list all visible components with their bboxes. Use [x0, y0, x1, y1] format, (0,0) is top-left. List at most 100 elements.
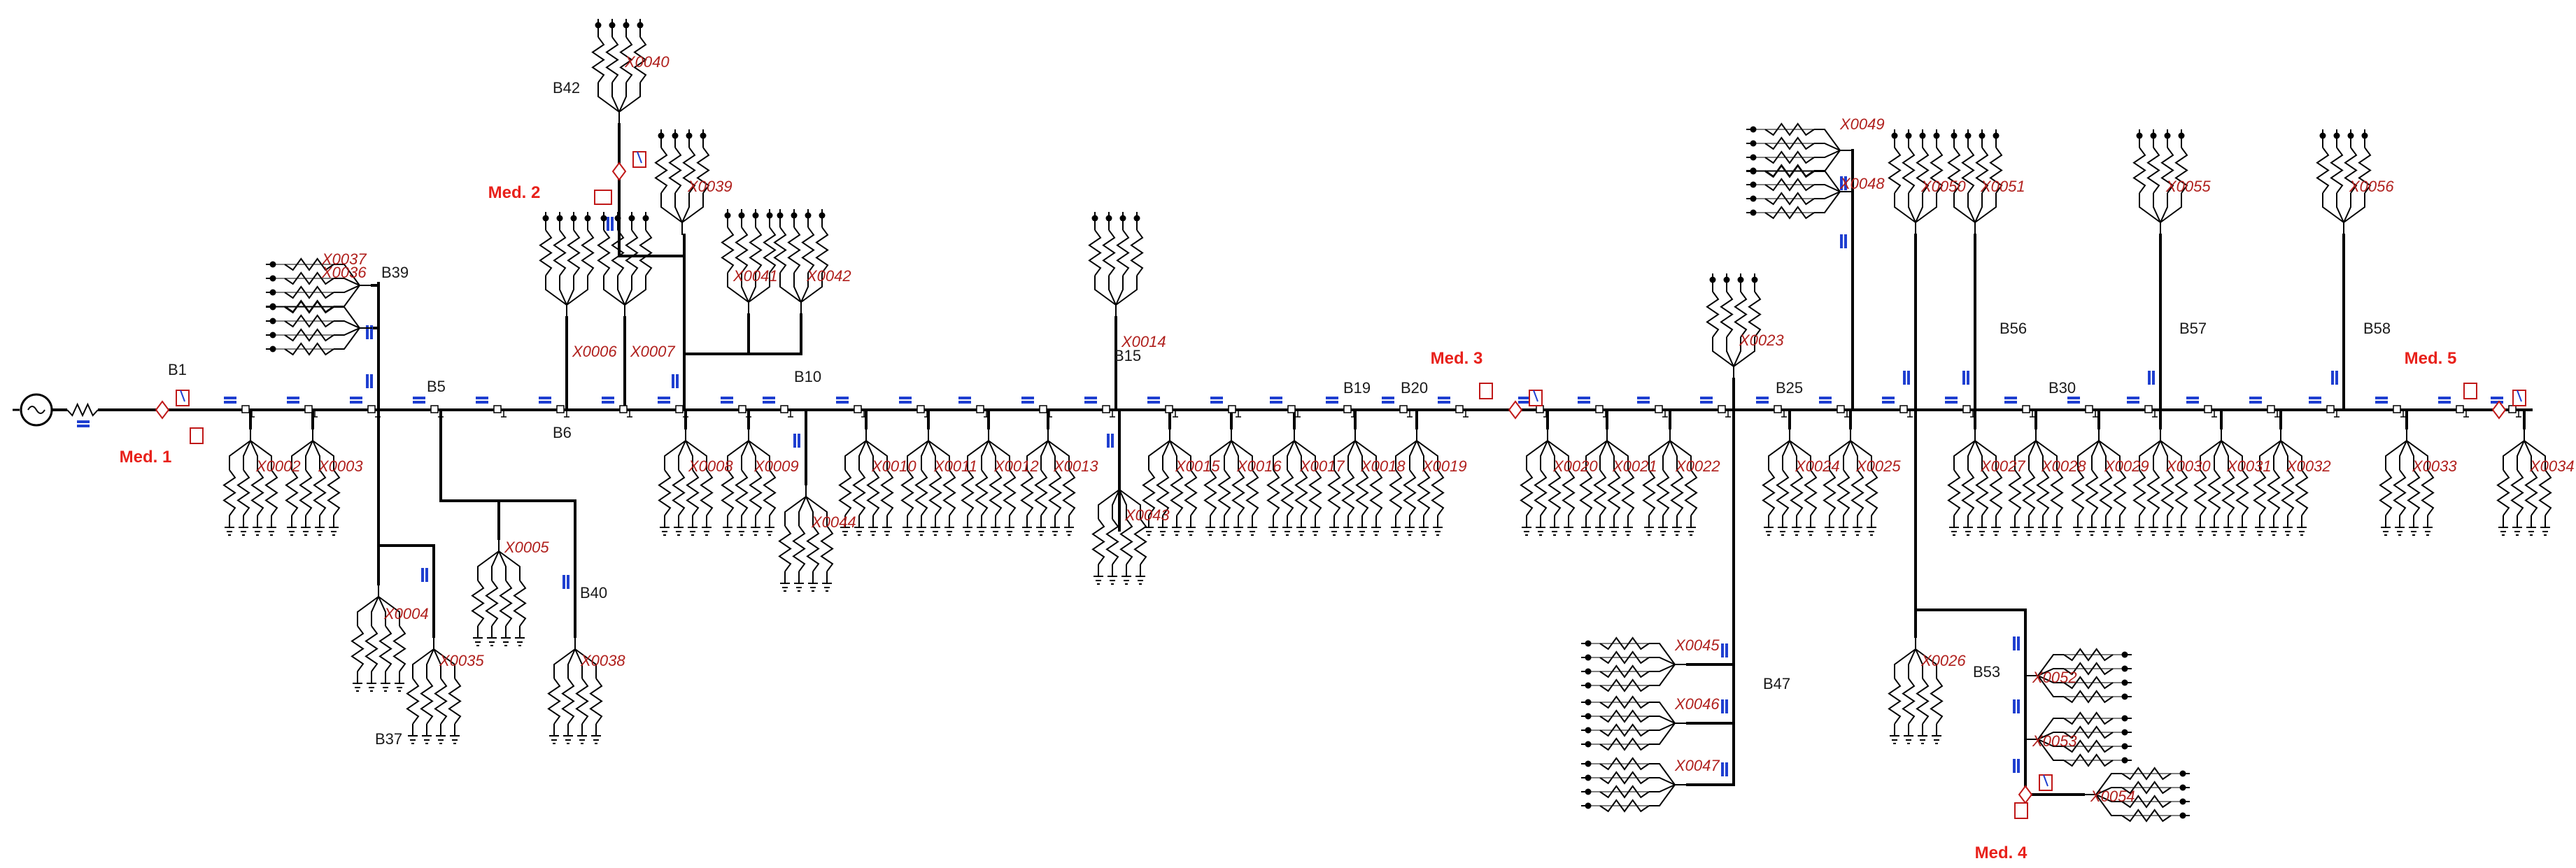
load-label: X0023	[1739, 332, 1784, 349]
load-label: X0019	[1422, 457, 1467, 475]
load-x0053	[2025, 711, 2132, 767]
load-x0003	[285, 428, 341, 536]
bus-label: B1	[168, 361, 187, 378]
load-x0027	[1947, 428, 2003, 536]
meter-label: Med. 2	[488, 183, 541, 202]
load-x0042	[773, 209, 829, 315]
load-x0037	[266, 257, 372, 313]
load-label: X0054	[2090, 788, 2135, 805]
load-x0034	[2496, 428, 2552, 536]
load-label: X0021	[1612, 457, 1657, 475]
load-label: X0016	[1236, 457, 1282, 475]
load-label: X0036	[321, 264, 367, 281]
load-label: X0044	[811, 513, 856, 531]
bus-label: B56	[2000, 320, 2027, 337]
load-label: X0006	[572, 343, 617, 360]
load-label: X0022	[1675, 457, 1720, 475]
load-label: X0046	[1674, 695, 1720, 713]
load-label: X0020	[1552, 457, 1598, 475]
load-x0025	[1823, 428, 1878, 536]
load-x0002	[222, 428, 278, 536]
load-label: X0030	[2165, 457, 2211, 475]
bus-label: B6	[553, 424, 572, 441]
line-devices	[13, 151, 2526, 819]
bus-label: B57	[2179, 320, 2207, 337]
load-label: X0038	[580, 652, 625, 669]
meter-label: Med. 3	[1431, 349, 1483, 368]
load-label: X0028	[2041, 457, 2086, 475]
load-label: X0014	[1121, 333, 1166, 350]
meter-label: Med. 4	[1975, 844, 2027, 862]
load-x0039	[654, 129, 710, 235]
load-label: X0029	[2104, 457, 2149, 475]
load-label: X0008	[688, 457, 733, 475]
load-label: X0042	[806, 267, 851, 285]
load-x0009	[721, 428, 777, 536]
load-label: X0018	[1360, 457, 1406, 475]
load-x0052	[2025, 648, 2132, 704]
bus-label: B37	[375, 730, 402, 748]
load-label: X0039	[687, 178, 733, 195]
bus-label: B5	[427, 378, 446, 395]
bus-label: B20	[1401, 379, 1428, 397]
load-x0048	[1746, 164, 1853, 220]
load-x0045	[1581, 636, 1687, 692]
load-label: X0032	[2286, 457, 2331, 475]
load-x0005	[471, 539, 527, 646]
load-label: X0010	[871, 457, 917, 475]
load-x0038	[547, 636, 603, 744]
load-label: X0053	[2032, 732, 2077, 750]
load-x0043	[1091, 477, 1147, 585]
bus-label: B10	[794, 368, 821, 385]
load-x0022	[1642, 428, 1698, 536]
load-groups	[222, 19, 2552, 823]
load-label: X0048	[1839, 175, 1885, 192]
load-label: X0034	[2529, 457, 2575, 475]
load-label: X0012	[993, 457, 1039, 475]
load-x0054	[2083, 767, 2190, 823]
load-label: X0027	[1980, 457, 2025, 475]
feeder-lines	[27, 123, 2533, 796]
load-x0031	[2193, 428, 2249, 536]
load-x0006	[539, 212, 595, 318]
load-label: X0056	[2349, 178, 2394, 195]
load-x0033	[2379, 428, 2435, 536]
load-x0056	[2316, 129, 2372, 235]
load-label: X0049	[1839, 115, 1885, 133]
load-x0055	[2132, 129, 2188, 235]
load-x0018	[1327, 428, 1383, 536]
load-label: X0043	[1124, 506, 1170, 524]
load-x0014	[1088, 212, 1144, 318]
load-label: X0005	[504, 539, 549, 556]
load-x0008	[658, 428, 714, 536]
load-x0049	[1746, 122, 1853, 178]
bus-label: B19	[1343, 379, 1371, 397]
load-label: X0017	[1299, 457, 1345, 475]
load-label: X0040	[624, 53, 670, 71]
load-label: X0007	[630, 343, 675, 360]
load-label: X0031	[2226, 457, 2272, 475]
load-x0035	[406, 636, 462, 744]
load-x0051	[1947, 129, 2003, 235]
load-x0011	[900, 428, 956, 536]
bus-label: B39	[381, 264, 409, 281]
load-label: X0002	[255, 457, 301, 475]
load-x0036	[266, 300, 372, 356]
meter-label: Med. 5	[2405, 349, 2457, 368]
load-x0050	[1888, 129, 1944, 235]
bus-label: B47	[1763, 675, 1790, 692]
load-label: X0045	[1674, 636, 1720, 654]
load-x0015	[1142, 428, 1198, 536]
bus-label: B53	[1973, 663, 2000, 681]
meter-label: Med. 1	[120, 448, 172, 467]
load-x0017	[1266, 428, 1322, 536]
load-x0023	[1706, 273, 1762, 379]
bus-label: B42	[553, 79, 580, 97]
load-label: X0015	[1175, 457, 1220, 475]
bus-label: B15	[1114, 347, 1141, 364]
load-x0040	[591, 19, 647, 124]
load-x0013	[1020, 428, 1076, 536]
bus-label: B25	[1776, 379, 1803, 397]
load-x0029	[2071, 428, 2127, 536]
load-x0004	[351, 584, 406, 692]
